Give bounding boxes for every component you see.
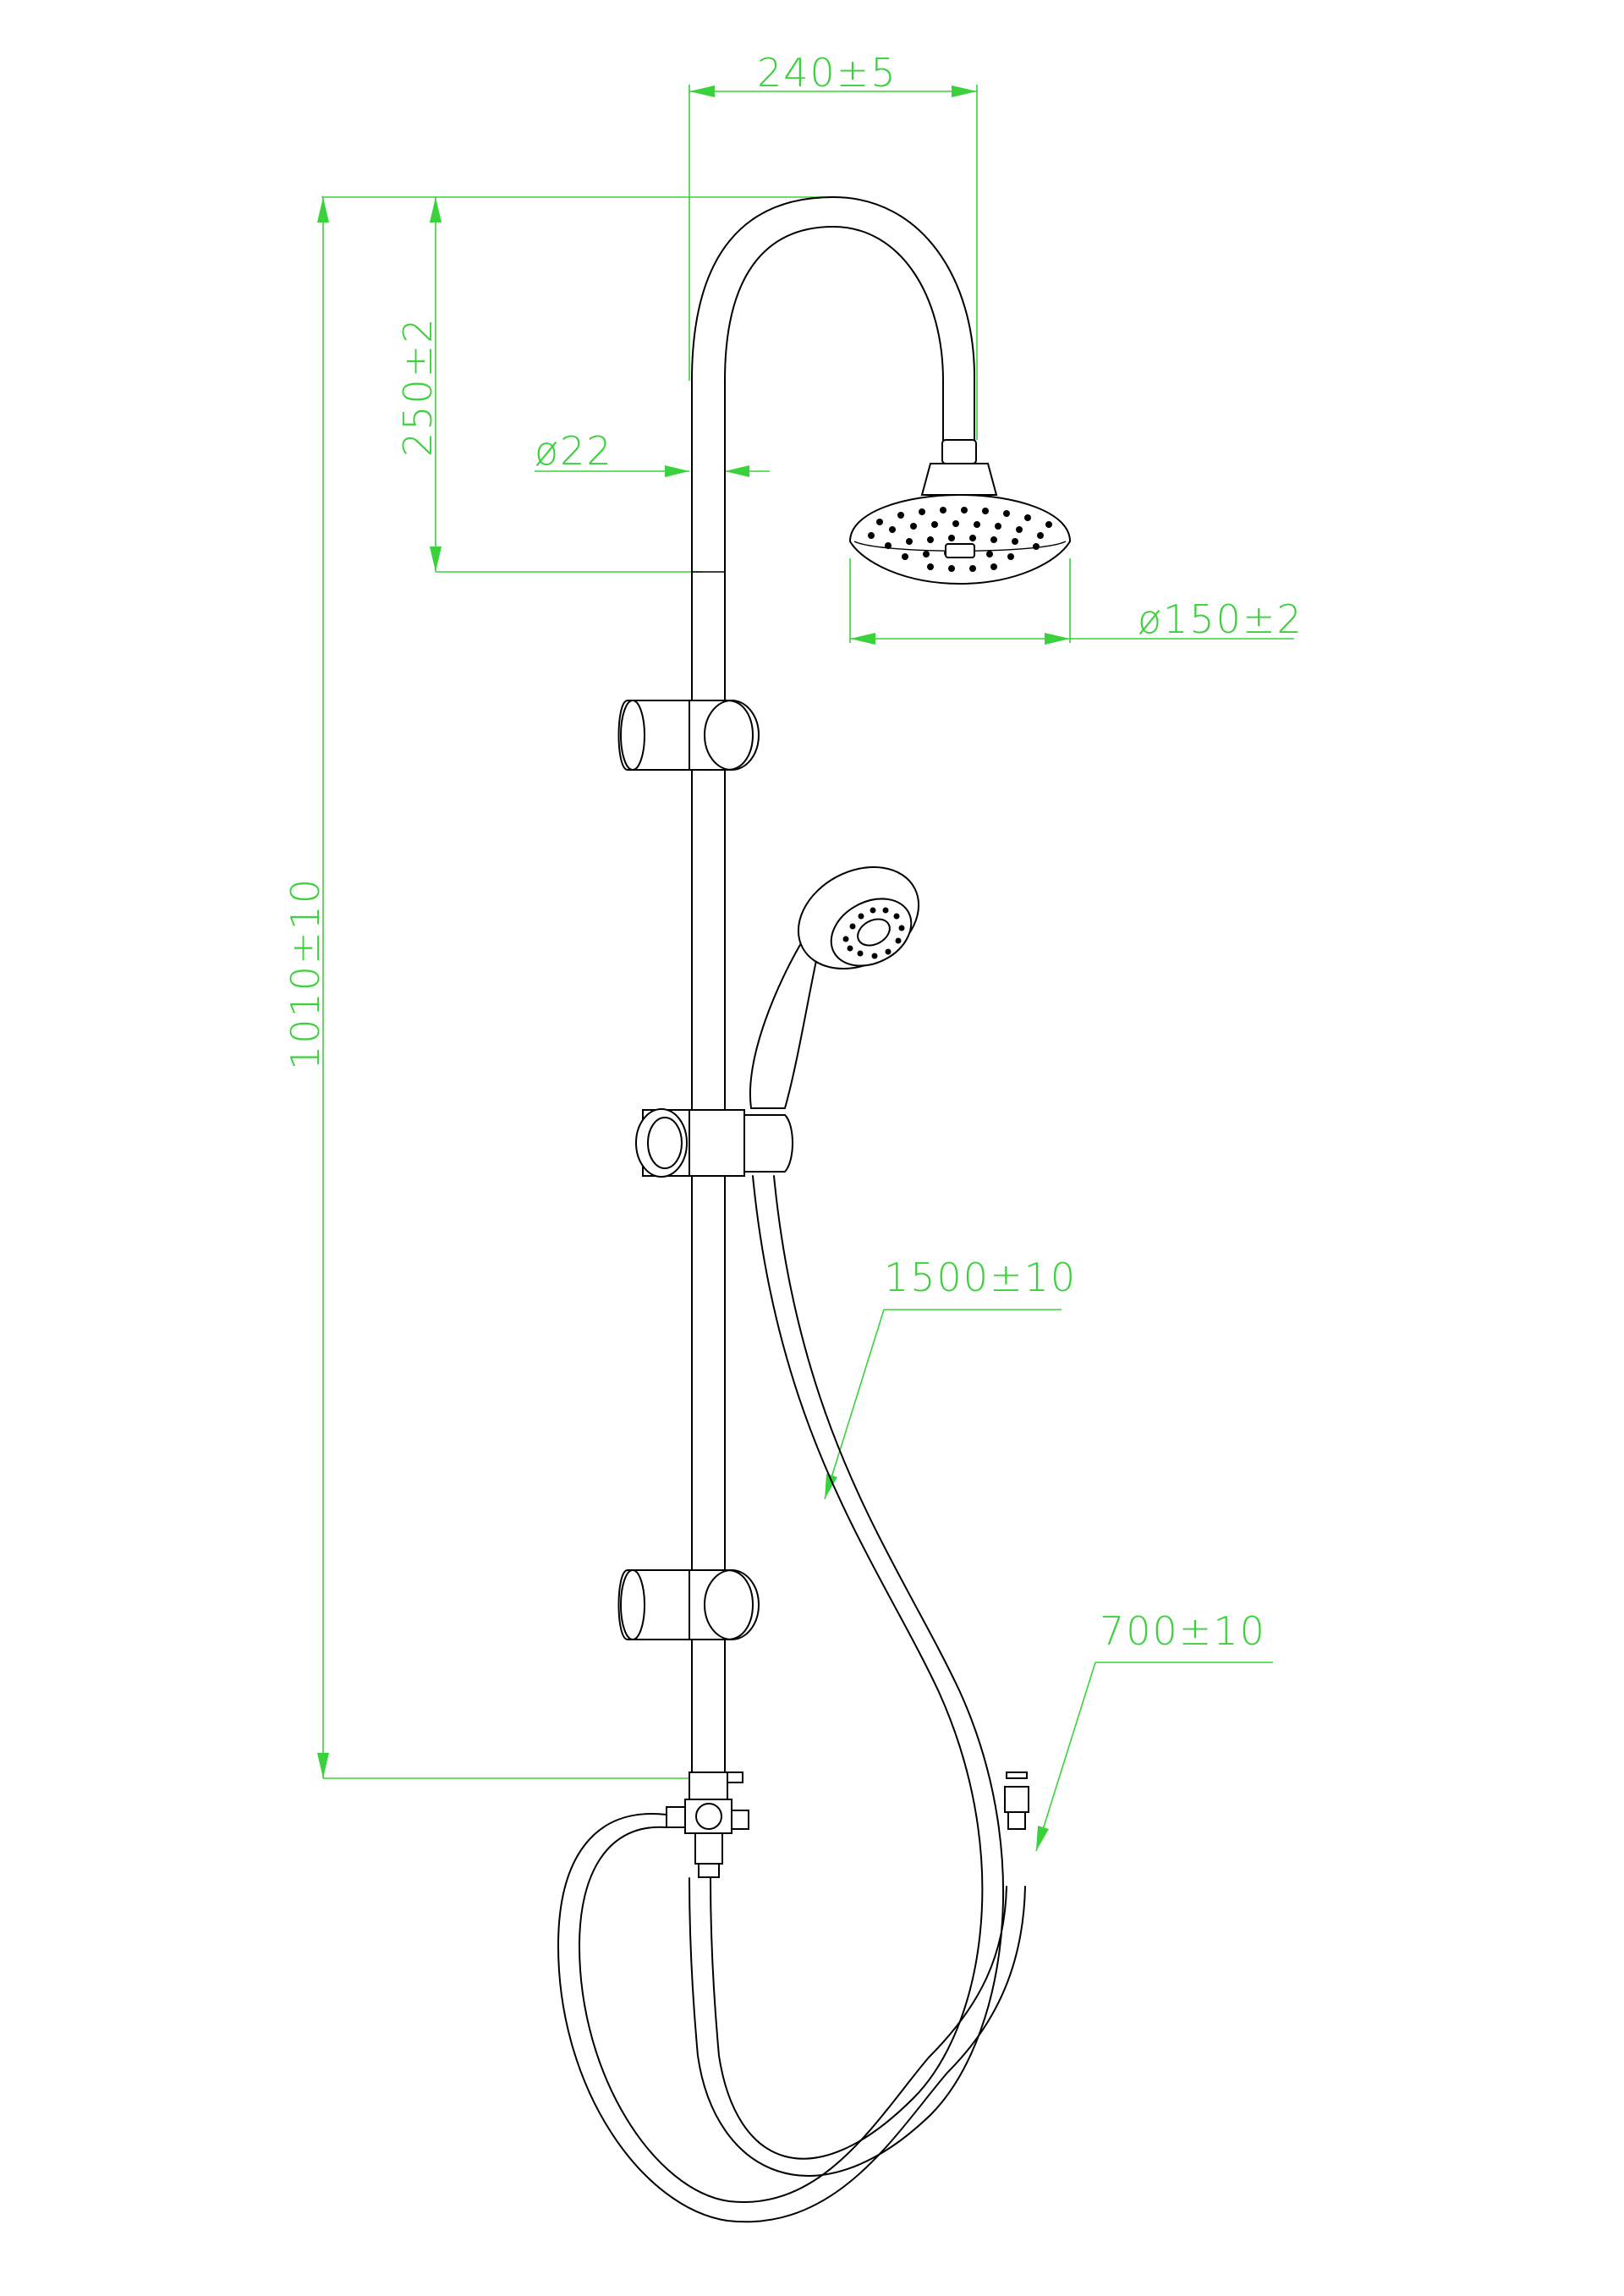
dim-arm-height: 250±2 bbox=[395, 316, 441, 457]
head-connector bbox=[941, 439, 977, 464]
arrow-up bbox=[317, 197, 329, 222]
sliding-holder bbox=[635, 1108, 793, 1178]
overhead-shower-head bbox=[848, 439, 1072, 585]
diverter-lever bbox=[727, 1771, 743, 1783]
dimension-labels: 240±5 250±2 ø22 ø150±2 1010±10 1500±10 7… bbox=[283, 50, 1303, 1654]
holder-cradle bbox=[743, 1114, 793, 1173]
diverter-right-port bbox=[731, 1810, 749, 1830]
arrow-leader bbox=[825, 1474, 837, 1499]
dimension-lines bbox=[317, 85, 1294, 1852]
supply-hose-fitting bbox=[1004, 1771, 1029, 1830]
head-nozzles bbox=[868, 507, 1052, 572]
dim-head-diameter: ø150±2 bbox=[1138, 596, 1303, 642]
shower-rail bbox=[691, 196, 975, 1777]
supply-hose bbox=[557, 1813, 1026, 2223]
hand-shower bbox=[749, 866, 920, 1109]
head-face bbox=[848, 493, 1072, 585]
arrow-up bbox=[430, 197, 442, 222]
diverter-body bbox=[689, 1771, 728, 1800]
holder-knob bbox=[635, 1108, 688, 1178]
arrow-right bbox=[952, 85, 977, 97]
diverter-outlet bbox=[694, 1832, 723, 1865]
arrow-left bbox=[850, 633, 875, 645]
wall-bracket-top bbox=[617, 700, 760, 771]
dim-supply-hose: 700±10 bbox=[1100, 1608, 1266, 1654]
arrow-right bbox=[1045, 633, 1070, 645]
arrow-leader bbox=[1036, 1826, 1049, 1851]
fitting-ferrule bbox=[1007, 1811, 1026, 1830]
hand-shower-nozzles bbox=[842, 907, 905, 959]
dim-pipe-diameter: ø22 bbox=[535, 428, 613, 474]
arrow-right bbox=[665, 465, 689, 477]
dim-handheld-hose: 1500±10 bbox=[884, 1255, 1077, 1300]
fitting-nut bbox=[1004, 1786, 1029, 1813]
dim-rail-height: 1010±10 bbox=[283, 877, 328, 1070]
diverter-side-port bbox=[666, 1806, 686, 1828]
fitting-cap bbox=[1006, 1771, 1028, 1779]
arrow-left bbox=[689, 85, 715, 97]
holder-knob-ring bbox=[647, 1117, 683, 1169]
gooseneck-arm bbox=[691, 196, 975, 1777]
arrow-left bbox=[725, 465, 749, 477]
diverter-knob bbox=[695, 1803, 722, 1830]
diverter-outlet-nut bbox=[698, 1863, 720, 1878]
head-center-logo bbox=[945, 543, 975, 558]
arrow-down bbox=[317, 1753, 329, 1778]
head-ball-joint bbox=[920, 463, 998, 496]
diverter-valve bbox=[666, 1771, 749, 1878]
hand-shower-center bbox=[857, 918, 891, 947]
dim-arm-reach: 240±5 bbox=[757, 50, 897, 96]
arrow-down bbox=[430, 547, 442, 572]
wall-bracket-bottom bbox=[617, 1569, 760, 1640]
